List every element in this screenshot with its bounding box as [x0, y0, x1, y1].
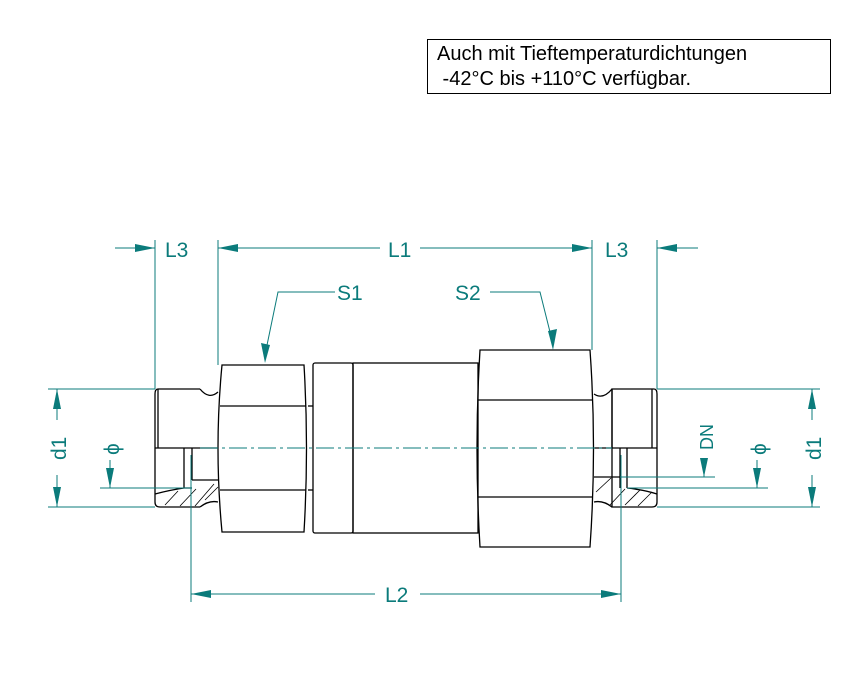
dim-label-dn: DN [697, 424, 717, 450]
dim-label-s1: S1 [337, 282, 363, 305]
dim-label-phi-right: ϕ [748, 443, 771, 455]
dim-label-phi-left: ϕ [101, 443, 124, 455]
dim-label-s2: S2 [455, 282, 481, 305]
dimensions: L3 L1 L3 L2 S1 S2 d1 d1 ϕ ϕ DN [48, 239, 826, 607]
dim-label-l3-right: L3 [605, 239, 628, 262]
dim-label-d1-right: d1 [803, 437, 826, 460]
dim-label-l1: L1 [388, 239, 411, 262]
dim-label-d1-left: d1 [48, 437, 71, 460]
dim-label-l2: L2 [385, 584, 408, 607]
note-line-1: Auch mit Tieftemperaturdichtungen [437, 43, 748, 65]
note-line-2: -42°C bis +110°C verfügbar. [437, 68, 692, 90]
dim-label-l3-left: L3 [165, 239, 188, 262]
note-box: Auch mit Tieftemperaturdichtungen -42°C … [427, 39, 831, 94]
